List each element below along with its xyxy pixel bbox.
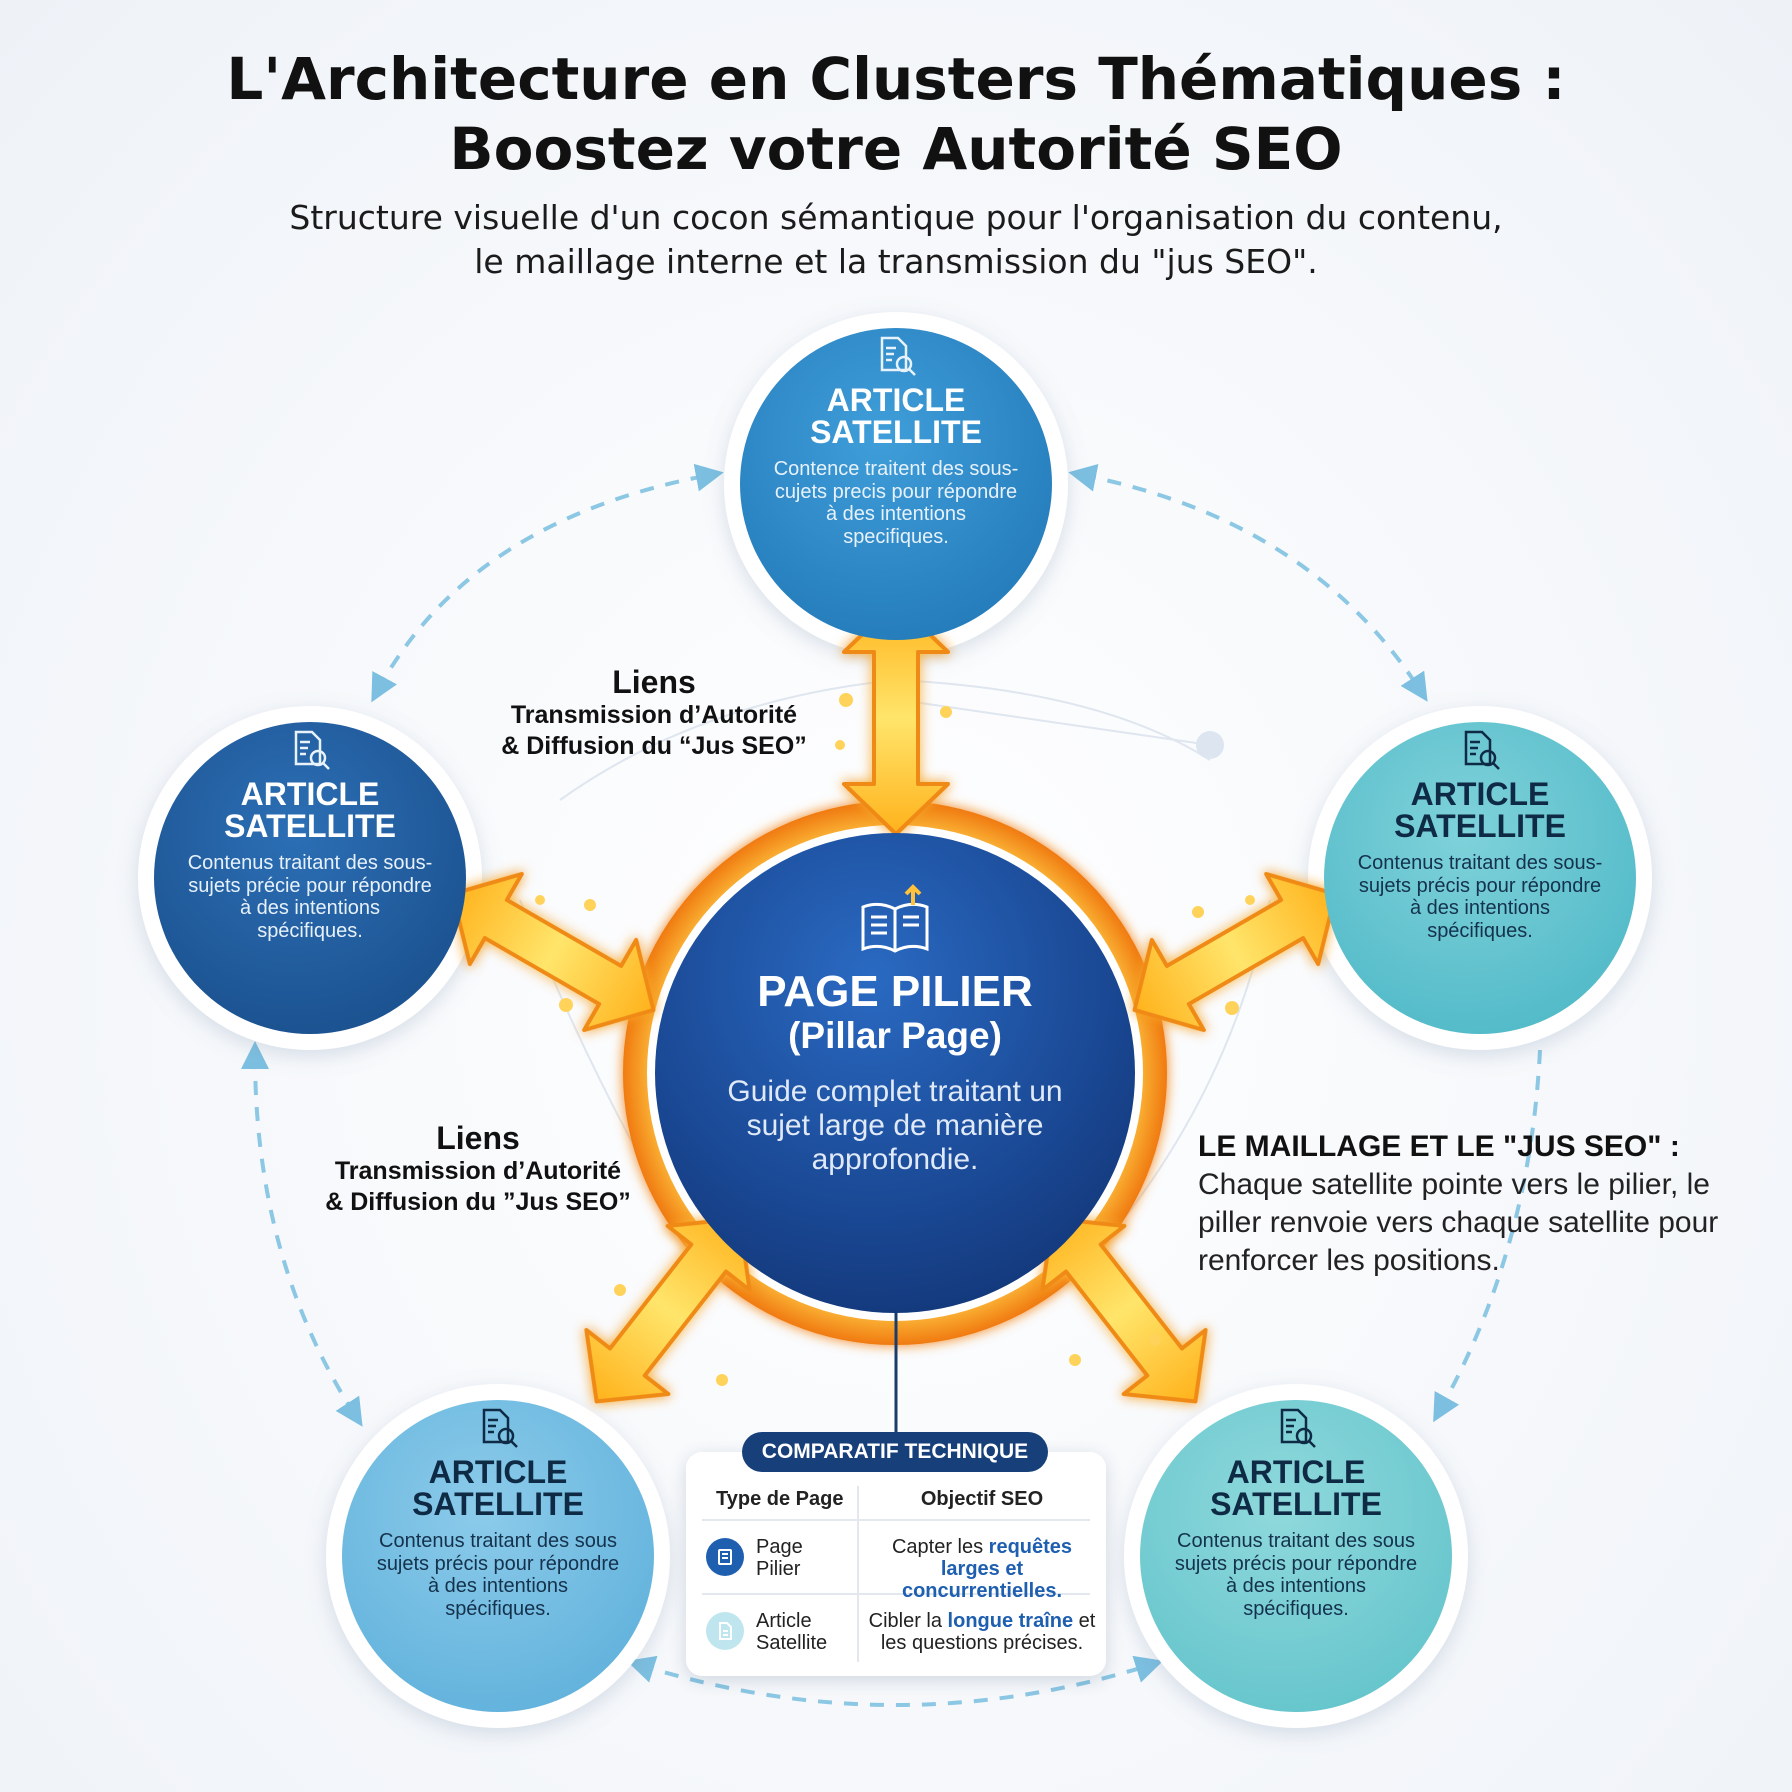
row-type-line-1: Article: [756, 1610, 812, 1632]
objective-text: Cibler la: [868, 1610, 948, 1632]
links-label-bottom: Liens Transmission d’Autorité & Diffusio…: [292, 1120, 664, 1218]
pillar-description: Guide complet traitant un sujet large de…: [727, 1075, 1063, 1176]
double-arrow-bottom-right: [1040, 1216, 1208, 1404]
document-icon: [706, 1612, 744, 1650]
satellite-top: ARTICLE SATELLITE Contence traitent des …: [740, 328, 1052, 640]
satellite-title-line-1: ARTICLE: [1410, 776, 1550, 812]
document-search-icon: [880, 336, 916, 376]
double-arrow-left: [450, 871, 656, 1033]
satellite-title-line-2: SATELLITE: [1394, 808, 1566, 844]
links-label-line-2: Transmission d’Autorité: [510, 701, 798, 729]
document-search-icon: [1464, 730, 1500, 770]
satellite-title-line-2: SATELLITE: [810, 414, 982, 450]
satellite-description: Contenus traitant des sous sujets précis…: [376, 1530, 620, 1620]
links-label-line-2: Transmission d’Autorité: [334, 1157, 622, 1185]
comparison-table-badge: COMPARATIF TECHNIQUE: [742, 1432, 1048, 1472]
satellite-title-line-2: SATELLITE: [1210, 1486, 1382, 1522]
document-search-icon: [1280, 1408, 1316, 1448]
maillage-note: LE MAILLAGE ET LE "JUS SEO" : Chaque sat…: [1198, 1128, 1758, 1280]
comparison-table: Type de Page Objectif SEO Page Pilier Ca…: [686, 1452, 1106, 1676]
sparkle-dots: [535, 693, 1255, 1386]
link-arrows: [450, 600, 1338, 1404]
book-upload-icon: [861, 884, 929, 953]
satellite-title-line-1: ARTICLE: [826, 382, 966, 418]
links-label-line-3: & Diffusion du ”Jus SEO”: [325, 1188, 631, 1216]
subtitle-line-2: le maillage interne et la transmission d…: [474, 242, 1318, 281]
links-label-title: Liens: [436, 1120, 520, 1156]
satellite-title-line-1: ARTICLE: [1226, 1454, 1366, 1490]
objective-highlight: longue traîne: [947, 1610, 1074, 1632]
maillage-text: Chaque satellite pointe vers le pilier, …: [1198, 1168, 1719, 1277]
document-search-icon: [482, 1408, 518, 1448]
table-row-2-objective: Cibler la longue traîne et les questions…: [862, 1610, 1102, 1654]
table-header-type: Type de Page: [716, 1488, 844, 1510]
dashed-arrow-left-bl: [241, 1041, 363, 1427]
row-type-line-2: Pilier: [756, 1558, 801, 1580]
dashed-arrow-right-br: [1433, 1049, 1542, 1423]
document-search-icon: [294, 730, 330, 770]
satellite-title-line-1: ARTICLE: [240, 776, 380, 812]
links-label-line-3: & Diffusion du “Jus SEO”: [501, 732, 807, 760]
table-header-objective: Objectif SEO: [920, 1488, 1044, 1510]
satellite-bottom-left: ARTICLE SATELLITE Contenus traitant des …: [342, 1400, 654, 1712]
table-row-2-type: Article Satellite: [756, 1610, 827, 1654]
links-label-top: Liens Transmission d’Autorité & Diffusio…: [468, 664, 840, 762]
page-subtitle: Structure visuelle d'un cocon sémantique…: [100, 196, 1692, 284]
pillar-title: PAGE PILIER: [757, 967, 1033, 1016]
dashed-cycle-arrows: [241, 463, 1542, 1707]
table-row-1-type: Page Pilier: [756, 1536, 803, 1580]
title-line-2: Boostez votre Autorité SEO: [449, 115, 1343, 183]
objective-text: Capter les: [891, 1536, 989, 1558]
satellite-title-line-2: SATELLITE: [412, 1486, 584, 1522]
pillar-page-node: PAGE PILIER (Pillar Page) Guide complet …: [655, 833, 1135, 1313]
row-type-line-2: Satellite: [756, 1632, 828, 1654]
table-row-1-objective: Capter les requêtes larges et concurrent…: [862, 1536, 1102, 1602]
maillage-heading: LE MAILLAGE ET LE "JUS SEO" :: [1198, 1130, 1680, 1163]
table-grid-lines: [702, 1486, 1090, 1662]
pillar-subtitle: (Pillar Page): [788, 1015, 1002, 1056]
dashed-arrow-left-top: [371, 463, 724, 703]
satellite-description: Contenus traitant des sous-sujets précie…: [187, 852, 433, 942]
dashed-arrow-top-right: [1068, 463, 1428, 702]
satellite-bottom-right: ARTICLE SATELLITE Contenus traitant des …: [1140, 1400, 1452, 1712]
title-line-1: L'Architecture en Clusters Thématiques :: [226, 45, 1566, 113]
satellite-left: ARTICLE SATELLITE Contenus traitant des …: [154, 722, 466, 1034]
objective-text-end: et les questions précises.: [880, 1610, 1096, 1654]
satellite-description: Contenus traitant des sous sujets précis…: [1174, 1530, 1418, 1620]
row-type-line-1: Page: [756, 1536, 803, 1558]
satellite-title-line-2: SATELLITE: [224, 808, 396, 844]
objective-highlight: requêtes larges et concurrentielles.: [901, 1536, 1073, 1602]
satellite-right: ARTICLE SATELLITE Contenus traitant des …: [1324, 722, 1636, 1034]
book-icon: [706, 1538, 744, 1576]
satellite-title-line-1: ARTICLE: [428, 1454, 568, 1490]
dashed-arrow-bottom: [626, 1655, 1164, 1707]
subtitle-line-1: Structure visuelle d'un cocon sémantique…: [289, 198, 1503, 237]
page-title: L'Architecture en Clusters Thématiques :…: [60, 44, 1732, 184]
satellite-description: Contenus traitant des sous-sujets précis…: [1357, 852, 1603, 942]
satellite-description: Contence traitent des sous-cujets precis…: [773, 458, 1019, 548]
links-label-title: Liens: [612, 664, 696, 700]
